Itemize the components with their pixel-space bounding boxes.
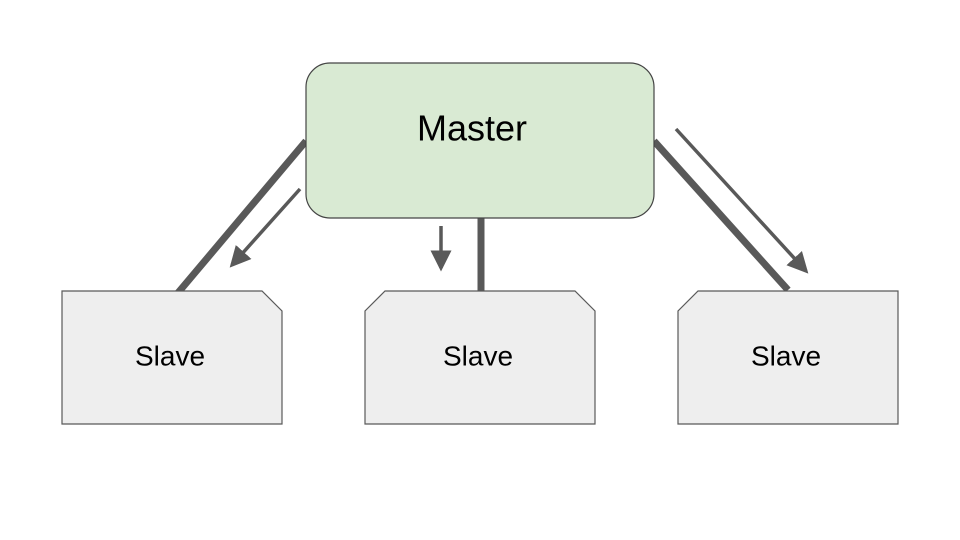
master-node: Master bbox=[305, 62, 655, 219]
master-box bbox=[305, 62, 655, 219]
slave-node-right: Slave bbox=[677, 290, 899, 425]
slave-label-right: Slave bbox=[751, 340, 821, 371]
master-label: Master bbox=[417, 108, 527, 149]
slave-box-left bbox=[61, 290, 283, 425]
slave-box-middle bbox=[364, 290, 596, 425]
slave-label-left: Slave bbox=[135, 340, 205, 371]
arrow-to-left-slave bbox=[229, 187, 302, 268]
connector-left bbox=[174, 138, 309, 297]
connector-right bbox=[651, 138, 791, 293]
slave-label-middle: Slave bbox=[443, 340, 513, 371]
arrow-to-right-slave bbox=[674, 127, 809, 274]
slave-node-left: Slave bbox=[61, 290, 283, 425]
slave-node-middle: Slave bbox=[364, 290, 596, 425]
slave-box-right bbox=[677, 290, 899, 425]
